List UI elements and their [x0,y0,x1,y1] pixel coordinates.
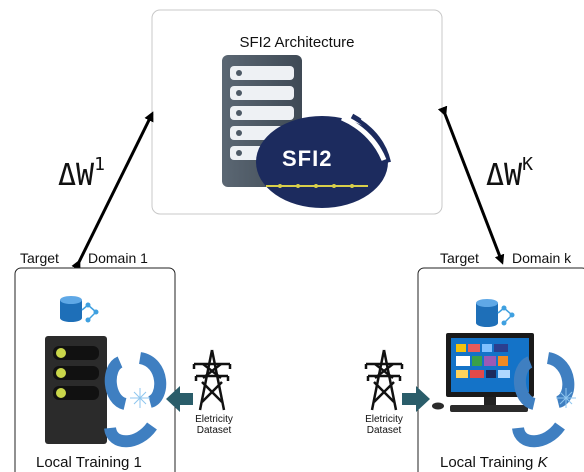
left-server-icon [45,336,107,444]
right-pylon-icon [364,349,404,411]
right-domain-text: Domain k [512,250,572,266]
left-domain-label: Domain 1 [88,250,148,266]
right-local-training-var: K [537,454,548,471]
right-local-training-prefix: Local Training [440,454,534,471]
left-dataset-line1: Eletricity [195,414,233,425]
left-target-label: Target [20,250,59,266]
sfi2-logo-text: SFI2 [282,146,333,171]
left-dataset-line2: Dataset [196,425,232,436]
right-update-symbol: ΔW [486,158,523,193]
left-update-arrow [71,111,154,271]
left-database-icon [60,296,99,323]
right-target-label: Target [440,250,479,266]
right-update-label: ΔWK [486,154,533,193]
left-update-sup: 1 [94,154,105,175]
right-dataset-label: Eletricity Dataset [354,414,414,436]
right-update-sup: K [522,154,533,175]
right-update-arrow [437,105,505,265]
right-local-training-label: Local Training K [440,454,548,471]
right-dataset-line2: Dataset [366,425,402,436]
left-update-label: ΔW1 [58,154,105,193]
left-local-training-label: Local Training 1 [36,454,142,471]
left-training-cycle-icon [104,352,167,448]
right-desktop-icon [432,333,534,412]
left-pylon-icon [192,349,232,411]
architecture-title: SFI2 Architecture [239,34,355,51]
right-domain-label: Domain k [512,250,571,266]
right-dataset-arrow-icon [402,386,430,412]
left-dataset-arrow-icon [166,386,193,412]
right-database-icon [476,299,515,327]
left-dataset-label: Eletricity Dataset [184,414,244,436]
right-dataset-line1: Eletricity [365,414,403,425]
right-training-cycle-icon [512,352,576,448]
left-update-symbol: ΔW [58,158,95,193]
sfi2-logo-icon [256,113,396,208]
